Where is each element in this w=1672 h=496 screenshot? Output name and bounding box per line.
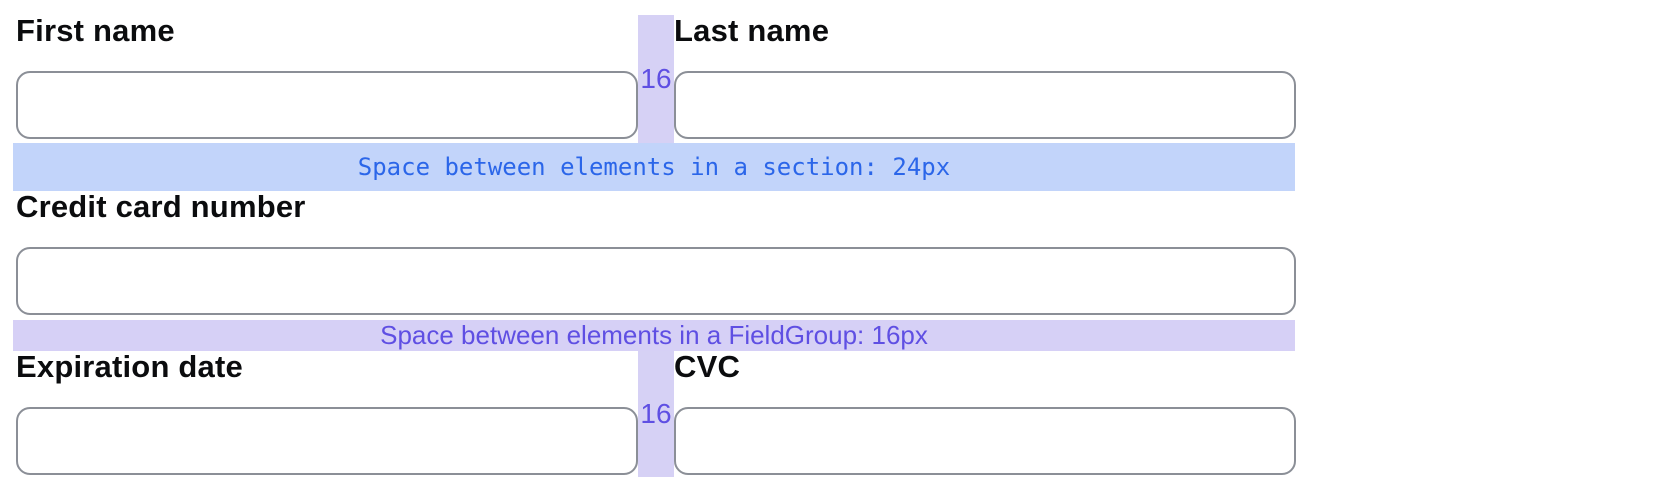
expiration-date-label: Expiration date (16, 349, 243, 384)
gap-size-label: 16 (640, 398, 672, 429)
first-name-input[interactable] (16, 71, 638, 139)
fieldgroup-spacing-annotation-text: Space between elements in a FieldGroup: … (380, 320, 928, 350)
card-number-input[interactable] (16, 247, 1296, 315)
fieldgroup-spacing-annotation-band: Space between elements in a FieldGroup: … (13, 320, 1295, 351)
name-field-row: 16 First name Last name (16, 15, 1296, 143)
expiration-date-input[interactable] (16, 407, 638, 475)
last-name-label: Last name (674, 13, 830, 48)
expiration-date-field: Expiration date (16, 351, 638, 475)
first-name-field: First name (16, 15, 638, 139)
gap-size-label: 16 (640, 63, 672, 94)
first-name-label: First name (16, 13, 175, 48)
payment-form: 16 First name Last name Space between el… (13, 15, 1296, 477)
expiry-cvc-field-row: 16 Expiration date CVC (16, 351, 1296, 477)
column-gap-annotation-row3: 16 (638, 351, 674, 477)
card-number-field: Credit card number (16, 191, 1296, 315)
section-spacing-annotation-band: Space between elements in a section: 24p… (13, 143, 1295, 191)
cvc-field: CVC (674, 351, 1296, 475)
last-name-input[interactable] (674, 71, 1296, 139)
section-spacing-annotation-text: Space between elements in a section: 24p… (357, 153, 951, 181)
cvc-label: CVC (674, 349, 741, 384)
column-gap-annotation-row1: 16 (638, 15, 674, 143)
card-number-label: Credit card number (16, 189, 306, 224)
cvc-input[interactable] (674, 407, 1296, 475)
last-name-field: Last name (674, 15, 1296, 139)
